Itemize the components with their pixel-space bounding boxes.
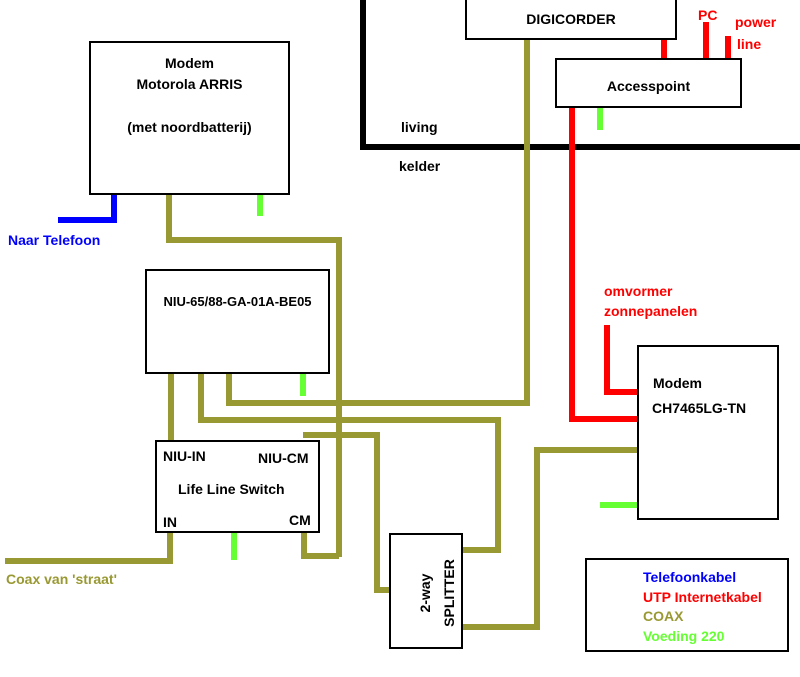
legend-label-coax: COAX [643,608,684,624]
splitter-label: 2-way [417,535,437,651]
modem-ch-line2: CH7465LG-TN [652,400,747,416]
lifeline-niu-cm-label: NIU-CM [258,450,309,466]
lifeline-cm-label: CM [289,512,311,528]
naar-telefoon-label: Naar Telefoon [8,232,101,248]
omvormer-label-2: zonnepanelen [604,303,698,319]
modem-ch-line1: Modem [653,375,702,391]
coax-splitter-to-modem [463,447,637,630]
splitter-line1: 2-way [417,573,433,613]
modem-ch-box: Modem CH7465LG-TN [637,345,779,520]
coax-cm-to-splitter [303,432,389,593]
wall-line [360,0,800,150]
accesspoint-box: Accesspoint [555,58,742,108]
coax-niu-to-splitter [198,374,501,553]
telefoon-lines [58,195,117,223]
lifeline-switch-box: NIU-IN NIU-CM Life Line Switch IN CM [155,440,320,533]
digicorder-box: DIGICORDER [465,0,677,40]
niu-box: NIU-65/88-GA-01A-BE05 [145,269,330,374]
power-line-label-2: line [737,36,762,52]
utp-lines [569,22,731,422]
modem-arris-line3: (met noordbatterij) [127,119,252,135]
utp-omvormer [604,325,637,395]
coax-lines [5,40,637,630]
legend-label-voeding: Voeding 220 [643,628,725,644]
kelder-label: kelder [399,158,441,174]
coax-niu-to-digicorder [226,40,530,406]
coax-arris-to-niu [166,195,342,557]
omvormer-label-1: omvormer [604,283,673,299]
power-line-label-1: power [735,14,777,30]
digicorder-label: DIGICORDER [526,11,616,27]
modem-arris-line2: Motorola ARRIS [136,76,243,92]
legend-label-telefoon: Telefoonkabel [643,569,737,585]
voeding-lines [231,108,637,560]
lifeline-in-label: IN [163,514,177,530]
utp-accesspoint-to-modem [569,108,637,422]
splitter-label-2: SPLITTER [441,535,461,651]
coax-straat-label: Coax van 'straat' [6,571,117,587]
lifeline-title: Life Line Switch [178,481,285,497]
coax-lifeline-out [301,533,339,559]
accesspoint-label: Accesspoint [606,78,691,94]
coax-from-street [5,533,173,564]
living-label: living [401,119,438,135]
legend-label-utp: UTP Internetkabel [643,589,762,605]
splitter-line2: SPLITTER [441,559,457,627]
splitter-box: 2-way SPLITTER [389,533,463,649]
modem-arris-box: Modem Motorola ARRIS (met noordbatterij) [89,41,290,195]
legend-box: Telefoonkabel UTP Internetkabel COAX Voe… [585,558,789,652]
niu-label: NIU-65/88-GA-01A-BE05 [163,294,312,309]
telefoon-arris [58,195,117,223]
modem-arris-line1: Modem [165,55,214,71]
wall-lines [360,0,800,150]
lifeline-niu-in-label: NIU-IN [163,448,206,464]
pc-label: PC [698,7,718,23]
